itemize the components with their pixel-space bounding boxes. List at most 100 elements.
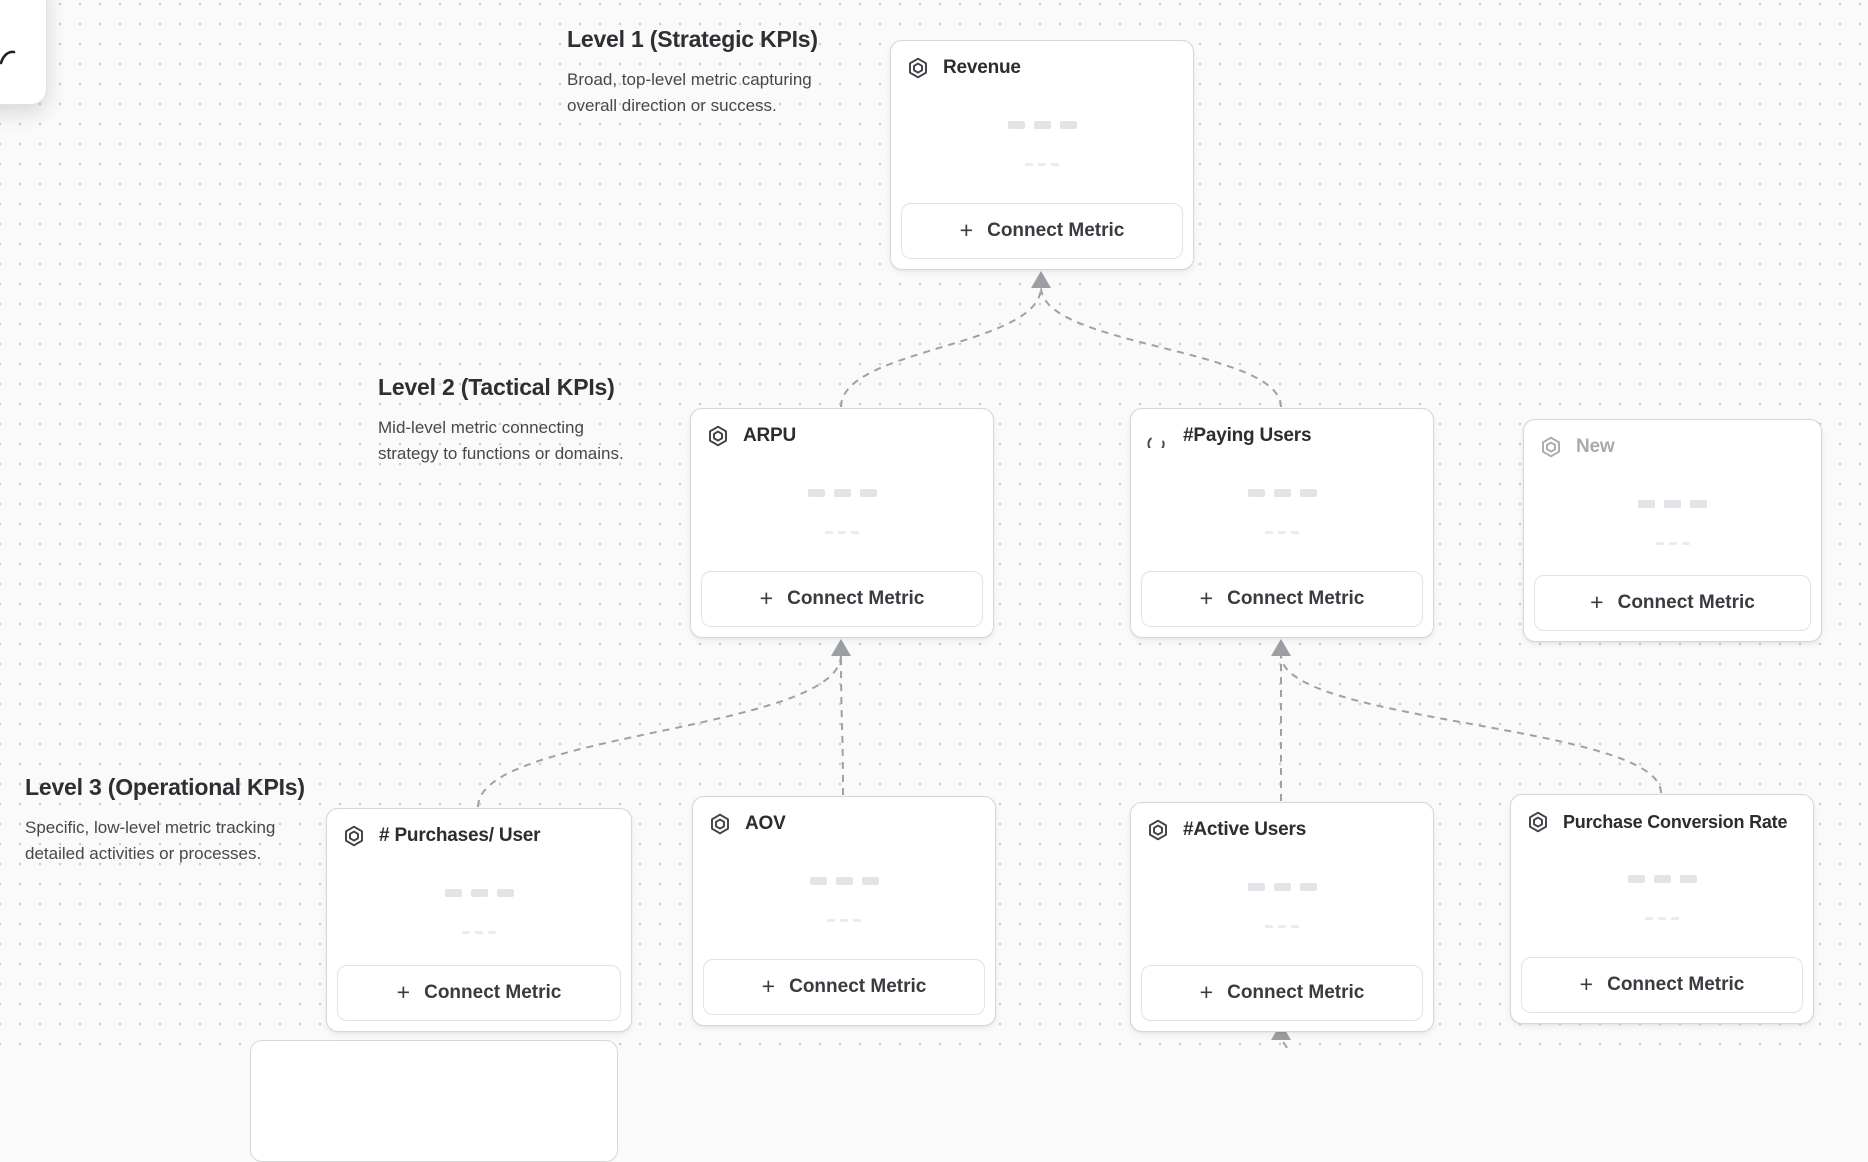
skeleton-bar [1033, 121, 1051, 129]
skeleton-bar [807, 489, 825, 497]
skeleton-bar [1671, 917, 1679, 920]
arrowhead-paying-users [1271, 639, 1291, 656]
skeleton-bar [1265, 925, 1273, 928]
hexagon-icon [706, 424, 730, 448]
connect-metric-label: Connect Metric [987, 220, 1125, 241]
card-header: ARPU [691, 409, 993, 448]
skeleton-bar [853, 919, 861, 922]
skeleton-bar [1645, 917, 1653, 920]
card-title: Revenue [943, 57, 1021, 78]
connect-metric-button[interactable]: + Connect Metric [901, 203, 1183, 259]
skeleton-row [327, 889, 631, 897]
metric-card-purchase-conversion-rate[interactable]: Purchase Conversion Rate + Connect Metri… [1510, 794, 1814, 1024]
skeleton-bar [470, 889, 488, 897]
skeleton-bar [1299, 883, 1317, 891]
skeleton-row [1511, 917, 1813, 920]
skeleton-row [1524, 500, 1821, 508]
plus-icon: + [759, 584, 774, 611]
skeleton-row [891, 163, 1193, 166]
skeleton-bar [859, 489, 877, 497]
arrowhead-arpu [831, 639, 851, 656]
skeleton-bar [1299, 489, 1317, 497]
metric-card-arpu[interactable]: ARPU + Connect Metric [690, 408, 994, 638]
skeleton-bar [809, 877, 827, 885]
metric-card-active-users[interactable]: #Active Users + Connect Metric [1130, 802, 1434, 1032]
section-level3: Level 3 (Operational KPIs) Specific, low… [25, 774, 345, 868]
plus-icon: + [1579, 970, 1594, 997]
metric-card-partial[interactable] [250, 1040, 618, 1162]
skeleton-bar [825, 531, 833, 534]
card-header: #Paying Users [1131, 409, 1433, 448]
hexagon-icon [906, 56, 930, 80]
skeleton-bar [1025, 163, 1033, 166]
skeleton-bar [1247, 883, 1265, 891]
section-title: Level 3 (Operational KPIs) [25, 774, 305, 800]
skeleton-bar [1007, 121, 1025, 129]
skeleton-bar [1291, 531, 1299, 534]
skeleton-bar [1664, 500, 1681, 508]
hexagon-icon [1539, 435, 1563, 459]
skeleton-bar [1681, 542, 1690, 545]
skeleton-bar [475, 931, 483, 934]
card-header: # Purchases/ User [327, 809, 631, 848]
edge-purchases-to-arpu [477, 654, 842, 808]
skeleton-bar [1278, 531, 1286, 534]
metric-card-paying-users[interactable]: #Paying Users + Connect Metric [1130, 408, 1434, 638]
curved-stroke-icon [0, 50, 16, 65]
skeleton-row [327, 931, 631, 934]
skeleton-row [1131, 531, 1433, 534]
skeleton-bar [1247, 489, 1265, 497]
skeleton-bar [851, 531, 859, 534]
skeleton-bar [488, 931, 496, 934]
section-description: Mid-level metric connecting strategy to … [378, 418, 624, 464]
skeleton-bar [835, 877, 853, 885]
card-title: ARPU [743, 425, 797, 446]
skeleton-bar [1278, 925, 1286, 928]
skeleton-row [1131, 883, 1433, 891]
hexagon-icon [1146, 818, 1170, 842]
skeleton-bar [1291, 925, 1299, 928]
metric-card-purchases-per-user[interactable]: # Purchases/ User + Connect Metric [326, 808, 632, 1032]
section-level2: Level 2 (Tactical KPIs) Mid-level metric… [378, 374, 698, 468]
skeleton-bar [1690, 500, 1707, 508]
connect-metric-button[interactable]: + Connect Metric [1141, 571, 1423, 627]
connect-metric-button[interactable]: + Connect Metric [1521, 957, 1803, 1013]
connect-metric-label: Connect Metric [424, 982, 562, 1003]
skeleton-row [1524, 542, 1821, 545]
floating-card-partial[interactable] [0, 0, 47, 105]
connect-metric-label: Connect Metric [789, 976, 927, 997]
skeleton-bar [1038, 163, 1046, 166]
skeleton-bar [1638, 500, 1655, 508]
connect-metric-label: Connect Metric [1227, 588, 1365, 609]
plus-icon: + [1199, 584, 1214, 611]
metric-card-aov[interactable]: AOV + Connect Metric [692, 796, 996, 1026]
connect-metric-button[interactable]: + Connect Metric [703, 959, 985, 1015]
skeleton-bar [1627, 875, 1645, 883]
connect-metric-button[interactable]: + Connect Metric [701, 571, 983, 627]
connect-metric-button[interactable]: + Connect Metric [1534, 575, 1811, 631]
skeleton-bar [1658, 917, 1666, 920]
hexagon-icon [1526, 810, 1550, 834]
metric-card-new[interactable]: New + Connect Metric [1523, 419, 1822, 642]
skeleton-bar [1653, 875, 1671, 883]
skeleton-row [891, 121, 1193, 129]
skeleton-bar [1679, 875, 1697, 883]
skeleton-bar [840, 919, 848, 922]
skeleton-bar [1668, 542, 1677, 545]
spinner-icon [1146, 424, 1170, 448]
card-title: AOV [745, 813, 786, 834]
section-description: Broad, top-level metric capturing overal… [567, 70, 812, 116]
card-title: #Active Users [1183, 819, 1307, 840]
connect-metric-button[interactable]: + Connect Metric [1141, 965, 1423, 1021]
metric-card-revenue[interactable]: Revenue + Connect Metric [890, 40, 1194, 270]
hexagon-icon [342, 824, 366, 848]
section-title: Level 1 (Strategic KPIs) [567, 26, 818, 52]
edge-aov-to-arpu [840, 654, 844, 796]
card-header: AOV [693, 797, 995, 836]
skeleton-bar [462, 931, 470, 934]
connect-metric-button[interactable]: + Connect Metric [337, 965, 621, 1021]
edge-paying-users-to-revenue [1040, 286, 1282, 408]
skeleton-row [1131, 489, 1433, 497]
skeleton-row [691, 531, 993, 534]
